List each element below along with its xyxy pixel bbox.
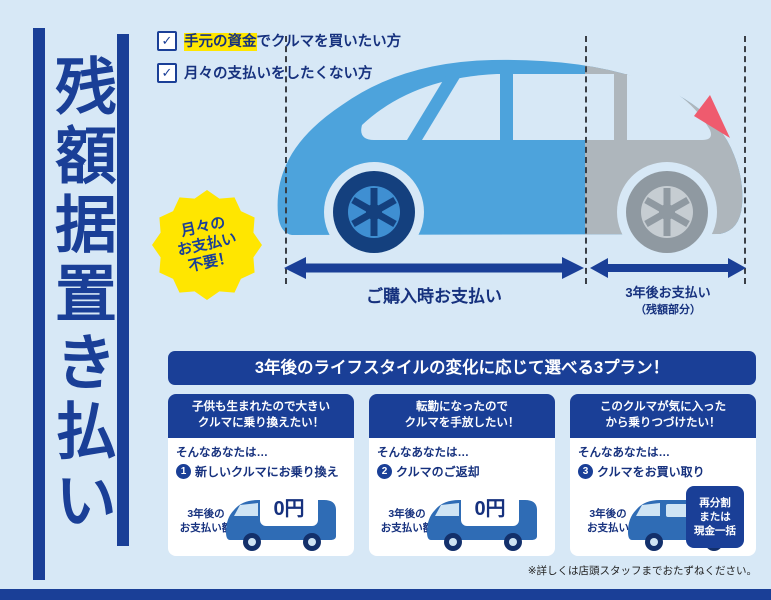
buyout-option-badge: 再分割 または 現金一括 xyxy=(686,486,744,548)
plan-illustration: 3年後の お支払い額 0円 xyxy=(377,480,547,556)
price-value: 0円 xyxy=(260,492,318,526)
plan-card-buyout: このクルマが気に入った から乗りつづけたい！ そんなあなたは… 3 クルマをお買… xyxy=(570,394,756,556)
check-glyph: ✓ xyxy=(161,65,173,80)
plan-card-trade-in: 子供も生まれたので大きい クルマに乗り換えたい！ そんなあなたは… 1 新しいク… xyxy=(168,394,354,556)
price-label: 3年後の お支払い額 xyxy=(179,508,233,534)
plan-card-body: そんなあなたは… 1 新しいクルマにお乗り換え 3年後の お支払い額 0円 xyxy=(168,438,354,556)
footnote: ※詳しくは店頭スタッフまでおたずねください。 xyxy=(527,565,757,577)
checklist-item-label: 手元の資金でクルマを買いたい方 xyxy=(184,30,401,51)
checklist: ✓ 手元の資金でクルマを買いたい方 ✓ 月々の支払いをしたくない方 xyxy=(157,30,401,94)
purchase-payment-label: ご購入時お支払い xyxy=(366,287,502,306)
price-label: 3年後の お支払い xyxy=(587,508,629,534)
plan-option: 1 新しいクルマにお乗り換え xyxy=(176,463,346,480)
plan-intro: そんなあなたは… xyxy=(377,447,469,459)
plan-number-icon: 3 xyxy=(578,464,593,479)
price-value: 0円 xyxy=(461,492,519,526)
plan-option: 2 クルマのご返却 xyxy=(377,463,547,480)
plans-banner: 3年後のライフスタイルの変化に応じて選べる3プラン！ xyxy=(168,351,756,385)
plan-number-icon: 1 xyxy=(176,464,191,479)
checklist-item-label: 月々の支払いをしたくない方 xyxy=(184,62,373,83)
checklist-item: ✓ 月々の支払いをしたくない方 xyxy=(157,62,401,83)
title-rule-left xyxy=(33,28,45,580)
residual-label-line1: 3年後お支払い xyxy=(625,285,711,300)
page-title: 残額据置き払い xyxy=(45,54,114,537)
highlighted-text: 手元の資金 xyxy=(184,33,257,51)
plan-card-header: 子供も生まれたので大きい クルマに乗り換えたい！ xyxy=(168,394,354,438)
check-glyph: ✓ xyxy=(161,33,173,48)
plan-option: 3 クルマをお買い取り xyxy=(578,463,748,480)
purchase-payment-arrow xyxy=(284,257,584,279)
plan-card-header: このクルマが気に入った から乗りつづけたい！ xyxy=(570,394,756,438)
checklist-item: ✓ 手元の資金でクルマを買いたい方 xyxy=(157,30,401,51)
taillight xyxy=(694,95,730,138)
plan-card-header: 転勤になったので クルマを手放したい！ xyxy=(369,394,555,438)
badge-text: 月々の お支払い 不要！ xyxy=(175,213,239,276)
plan-intro: そんなあなたは… xyxy=(176,447,268,459)
plan-name: クルマをお買い取り xyxy=(597,465,705,479)
residual-payment-arrow xyxy=(590,258,746,278)
plan-name: 新しいクルマにお乗り換え xyxy=(195,465,339,479)
checklist-text: でクルマを買いたい方 xyxy=(256,34,402,50)
checklist-text: 月々の支払いをしたくない方 xyxy=(184,66,373,82)
plan-card-body: そんなあなたは… 2 クルマのご返却 3年後の お支払い額 0円 xyxy=(369,438,555,556)
starburst-icon xyxy=(152,190,262,300)
plan-intro: そんなあなたは… xyxy=(578,447,670,459)
title-rule-right xyxy=(117,34,129,546)
plan-name: クルマのご返却 xyxy=(396,465,480,479)
no-monthly-payment-badge: 月々の お支払い 不要！ xyxy=(147,187,267,303)
plan-card-return: 転勤になったので クルマを手放したい！ そんなあなたは… 2 クルマのご返却 3… xyxy=(369,394,555,556)
dashed-marker-residual-start xyxy=(585,36,587,284)
plan-illustration: 3年後の お支払い 再分割 または 現金一括 xyxy=(578,480,748,556)
checkbox-icon: ✓ xyxy=(157,62,177,83)
plan-illustration: 3年後の お支払い額 0円 xyxy=(176,480,346,556)
residual-payment-label: 3年後お支払い （残額部分） xyxy=(588,282,748,317)
residual-label-line2: （残額部分） xyxy=(635,304,701,316)
car-illustration xyxy=(277,59,743,262)
price-label: 3年後の お支払い額 xyxy=(380,508,434,534)
plan-card-body: そんなあなたは… 3 クルマをお買い取り 3年後の お支払い 再分割 または 現… xyxy=(570,438,756,556)
checkbox-icon: ✓ xyxy=(157,30,177,51)
bottom-rule xyxy=(0,589,771,600)
dashed-marker-residual-end xyxy=(744,36,746,284)
dashed-marker-purchase-start xyxy=(285,36,287,284)
plan-number-icon: 2 xyxy=(377,464,392,479)
